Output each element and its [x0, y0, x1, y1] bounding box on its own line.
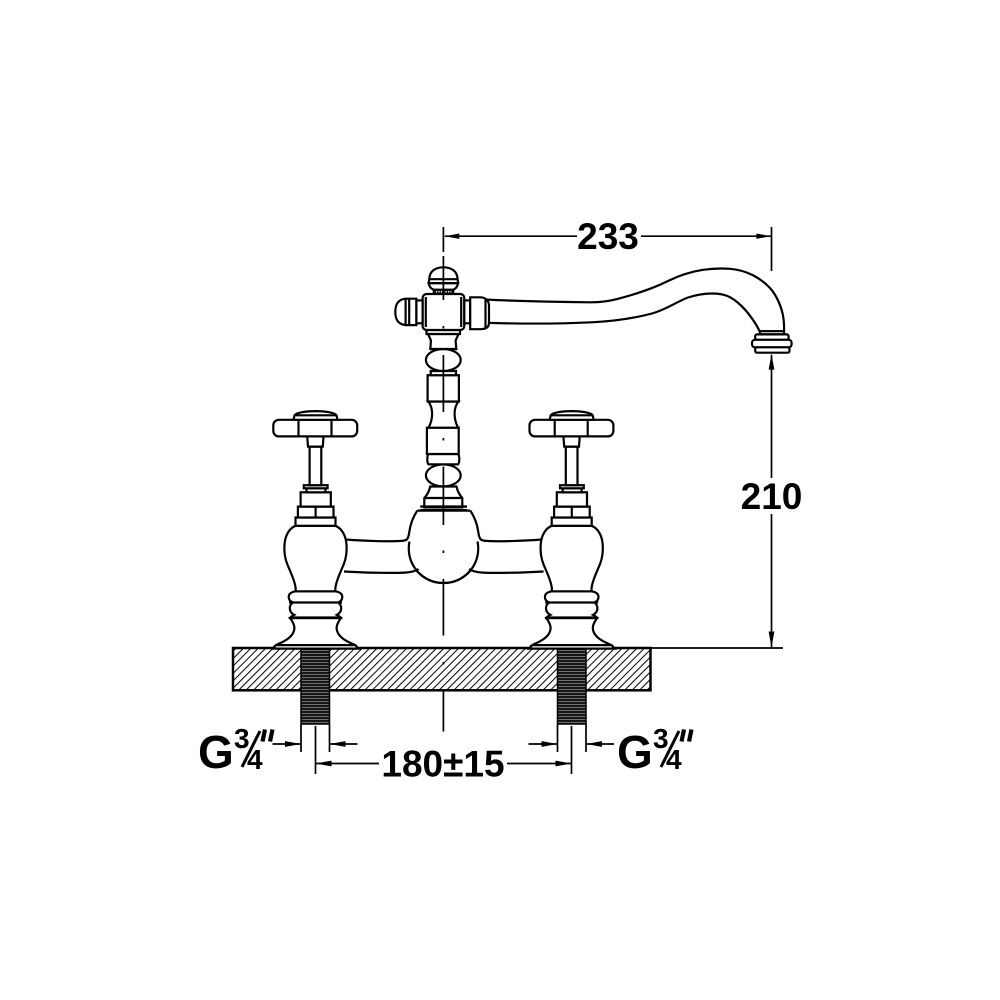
svg-text:233: 233: [577, 216, 639, 257]
svg-text:180±15: 180±15: [381, 744, 504, 785]
svg-text:3: 3: [234, 723, 250, 754]
svg-text:210: 210: [741, 476, 803, 517]
svg-text:G: G: [198, 726, 234, 778]
svg-text:4: 4: [247, 744, 263, 775]
